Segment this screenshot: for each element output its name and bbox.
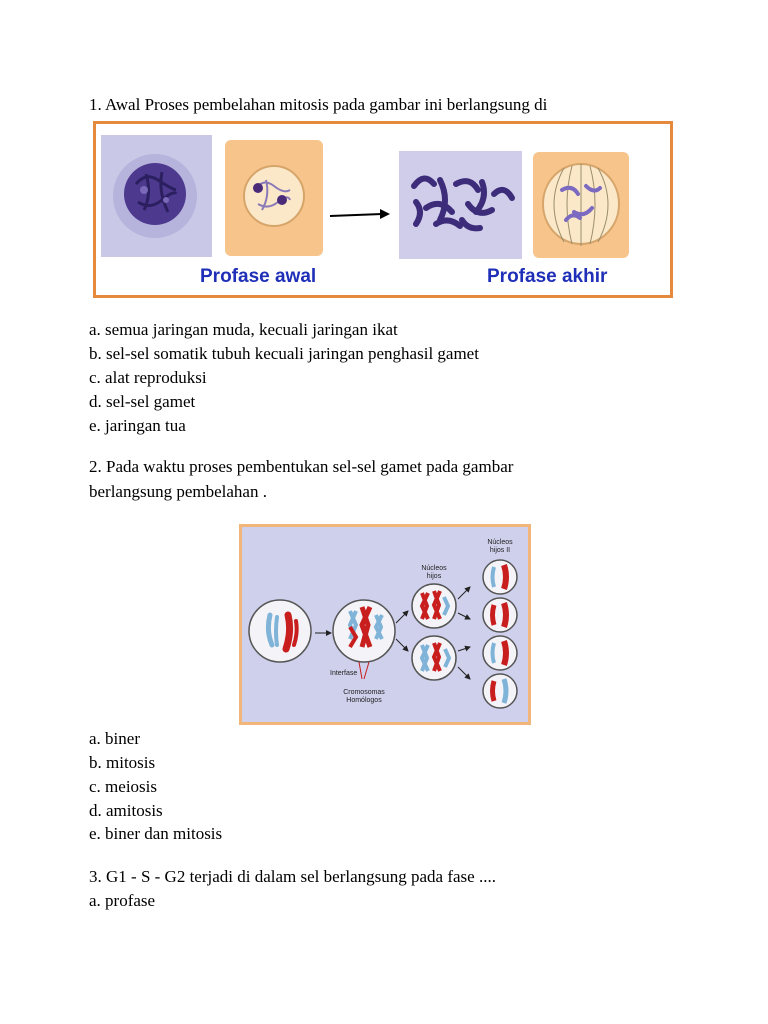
q2-option-c: c. meiosis	[89, 777, 157, 796]
label-cromosomas-2: Homólogos	[346, 697, 382, 704]
interphase-cell	[248, 599, 312, 663]
q3-question: 3. G1 - S - G2 terjadi di dalam sel berl…	[89, 867, 496, 886]
q1-option-c: c. alat reproduksi	[89, 368, 207, 387]
q2-option-d: d. amitosis	[89, 801, 163, 820]
daughter-nucleus-1	[411, 583, 457, 629]
q2-question-line1: 2. Pada waktu proses pembentukan sel-sel…	[89, 457, 514, 476]
q2-option-a: a. biner	[89, 729, 140, 748]
q2-meiosis-diagram: Núcleos hijos Núcleos hijos II Interfase…	[239, 524, 531, 725]
q2-option-e: e. biner dan mitosis	[89, 824, 223, 843]
daughter-nucleus-ii-4	[482, 673, 518, 709]
q3-option-a: a. profase	[89, 891, 156, 910]
label-interfase: Interfase	[330, 670, 357, 677]
label-nucleos-hijos-2: hijos	[427, 573, 442, 580]
q2-option-b: b. mitosis	[89, 753, 156, 772]
label-profase-akhir: Profase akhir	[487, 266, 608, 287]
late-prophase-micrograph	[399, 151, 522, 259]
q2-question-line2: berlangsung pembelahan .	[89, 482, 267, 501]
label-nucleos-hijos-1: Núcleos	[421, 565, 447, 572]
q1-option-b: b. sel-sel somatik tubuh kecuali jaringa…	[89, 344, 479, 363]
q1-question: 1. Awal Proses pembelahan mitosis pada g…	[89, 95, 548, 114]
late-prophase-illustration	[533, 152, 629, 258]
homologous-chromosome-cell	[332, 599, 396, 663]
label-nucleos-hijos-ii-2: hijos II	[490, 547, 510, 554]
q1-prophase-figure: Profase awal Profase akhir	[93, 121, 673, 298]
daughter-nucleus-ii-3	[482, 635, 518, 671]
q1-option-a: a. semua jaringan muda, kecuali jaringan…	[89, 320, 398, 339]
q1-option-d: d. sel-sel gamet	[89, 392, 196, 411]
label-profase-awal: Profase awal	[200, 266, 316, 287]
early-prophase-illustration	[225, 140, 323, 256]
label-nucleos-hijos-ii-1: Núcleos	[487, 539, 513, 546]
daughter-nucleus-ii-1	[482, 559, 518, 595]
q1-option-e: e. jaringan tua	[89, 416, 186, 435]
daughter-nucleus-2	[411, 635, 457, 681]
arrow-right-icon	[329, 209, 390, 219]
daughter-nucleus-ii-2	[482, 597, 518, 633]
label-cromosomas-1: Cromosomas	[343, 689, 385, 696]
early-prophase-micrograph	[101, 135, 212, 257]
